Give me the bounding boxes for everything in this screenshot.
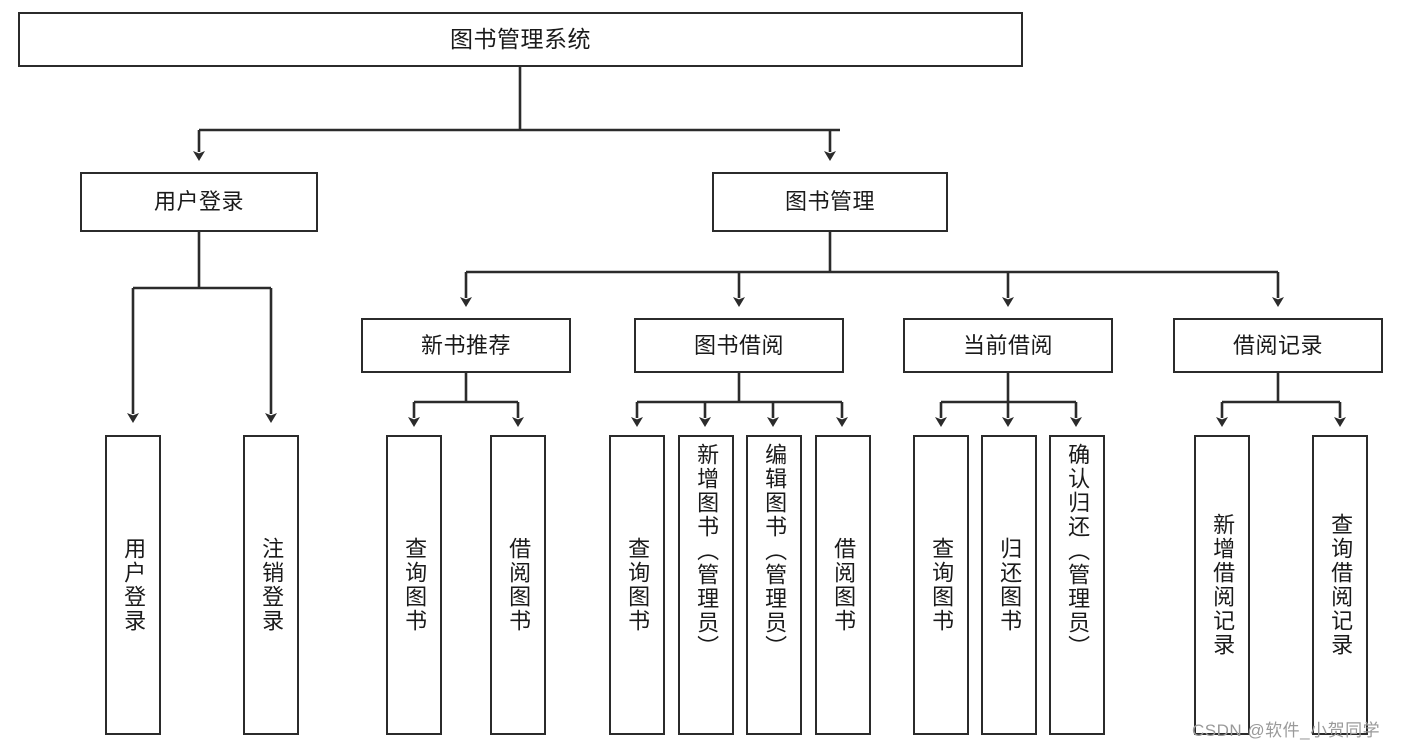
node-label: 图书管理	[784, 189, 875, 215]
node-leaf-return-book[interactable]: 归还图书	[981, 435, 1037, 735]
node-label: 图书管理系统	[450, 25, 591, 52]
node-leaf-add-record[interactable]: 新增借阅记录	[1194, 435, 1250, 735]
node-label: 借阅记录	[1232, 332, 1323, 358]
node-leaf-user-login[interactable]: 用户登录	[105, 435, 161, 735]
node-label: 查询借阅记录	[1328, 513, 1354, 657]
node-root-book-management-system[interactable]: 图书管理系统	[18, 12, 1023, 67]
node-leaf-borrow-book-1[interactable]: 借阅图书	[490, 435, 546, 735]
node-label: 查询图书	[625, 537, 651, 633]
node-label: 新增借阅记录	[1210, 513, 1236, 657]
node-label: 编辑图书（管理员）	[762, 443, 788, 659]
node-leaf-confirm-return[interactable]: 确认归还（管理员）	[1049, 435, 1105, 735]
node-label: 借阅图书	[831, 537, 857, 633]
node-label: 查询图书	[929, 537, 955, 633]
node-leaf-query-book-1[interactable]: 查询图书	[386, 435, 442, 735]
node-label: 确认归还（管理员）	[1065, 443, 1091, 659]
node-label: 图书借阅	[693, 332, 784, 358]
node-leaf-query-book-3[interactable]: 查询图书	[913, 435, 969, 735]
node-leaf-edit-book[interactable]: 编辑图书（管理员）	[746, 435, 802, 735]
node-user-login[interactable]: 用户登录	[80, 172, 318, 232]
node-label: 用户登录	[153, 189, 244, 215]
node-leaf-query-record[interactable]: 查询借阅记录	[1312, 435, 1368, 735]
node-label: 新增图书（管理员）	[694, 443, 720, 659]
node-leaf-logout-login[interactable]: 注销登录	[243, 435, 299, 735]
node-borrow-record[interactable]: 借阅记录	[1173, 318, 1383, 373]
node-current-borrow[interactable]: 当前借阅	[903, 318, 1113, 373]
node-label: 用户登录	[121, 537, 147, 633]
node-label: 注销登录	[259, 537, 285, 633]
node-label: 借阅图书	[506, 537, 532, 633]
node-label: 当前借阅	[962, 332, 1053, 358]
node-label: 新书推荐	[420, 332, 511, 358]
node-leaf-query-book-2[interactable]: 查询图书	[609, 435, 665, 735]
node-book-borrow[interactable]: 图书借阅	[634, 318, 844, 373]
node-label: 查询图书	[402, 537, 428, 633]
node-new-book-recommend[interactable]: 新书推荐	[361, 318, 571, 373]
node-book-management[interactable]: 图书管理	[712, 172, 948, 232]
node-leaf-add-book[interactable]: 新增图书（管理员）	[678, 435, 734, 735]
node-leaf-borrow-book-2[interactable]: 借阅图书	[815, 435, 871, 735]
node-label: 归还图书	[997, 537, 1023, 633]
csdn-watermark: CSDN @软件_小贺同学	[1192, 721, 1381, 740]
